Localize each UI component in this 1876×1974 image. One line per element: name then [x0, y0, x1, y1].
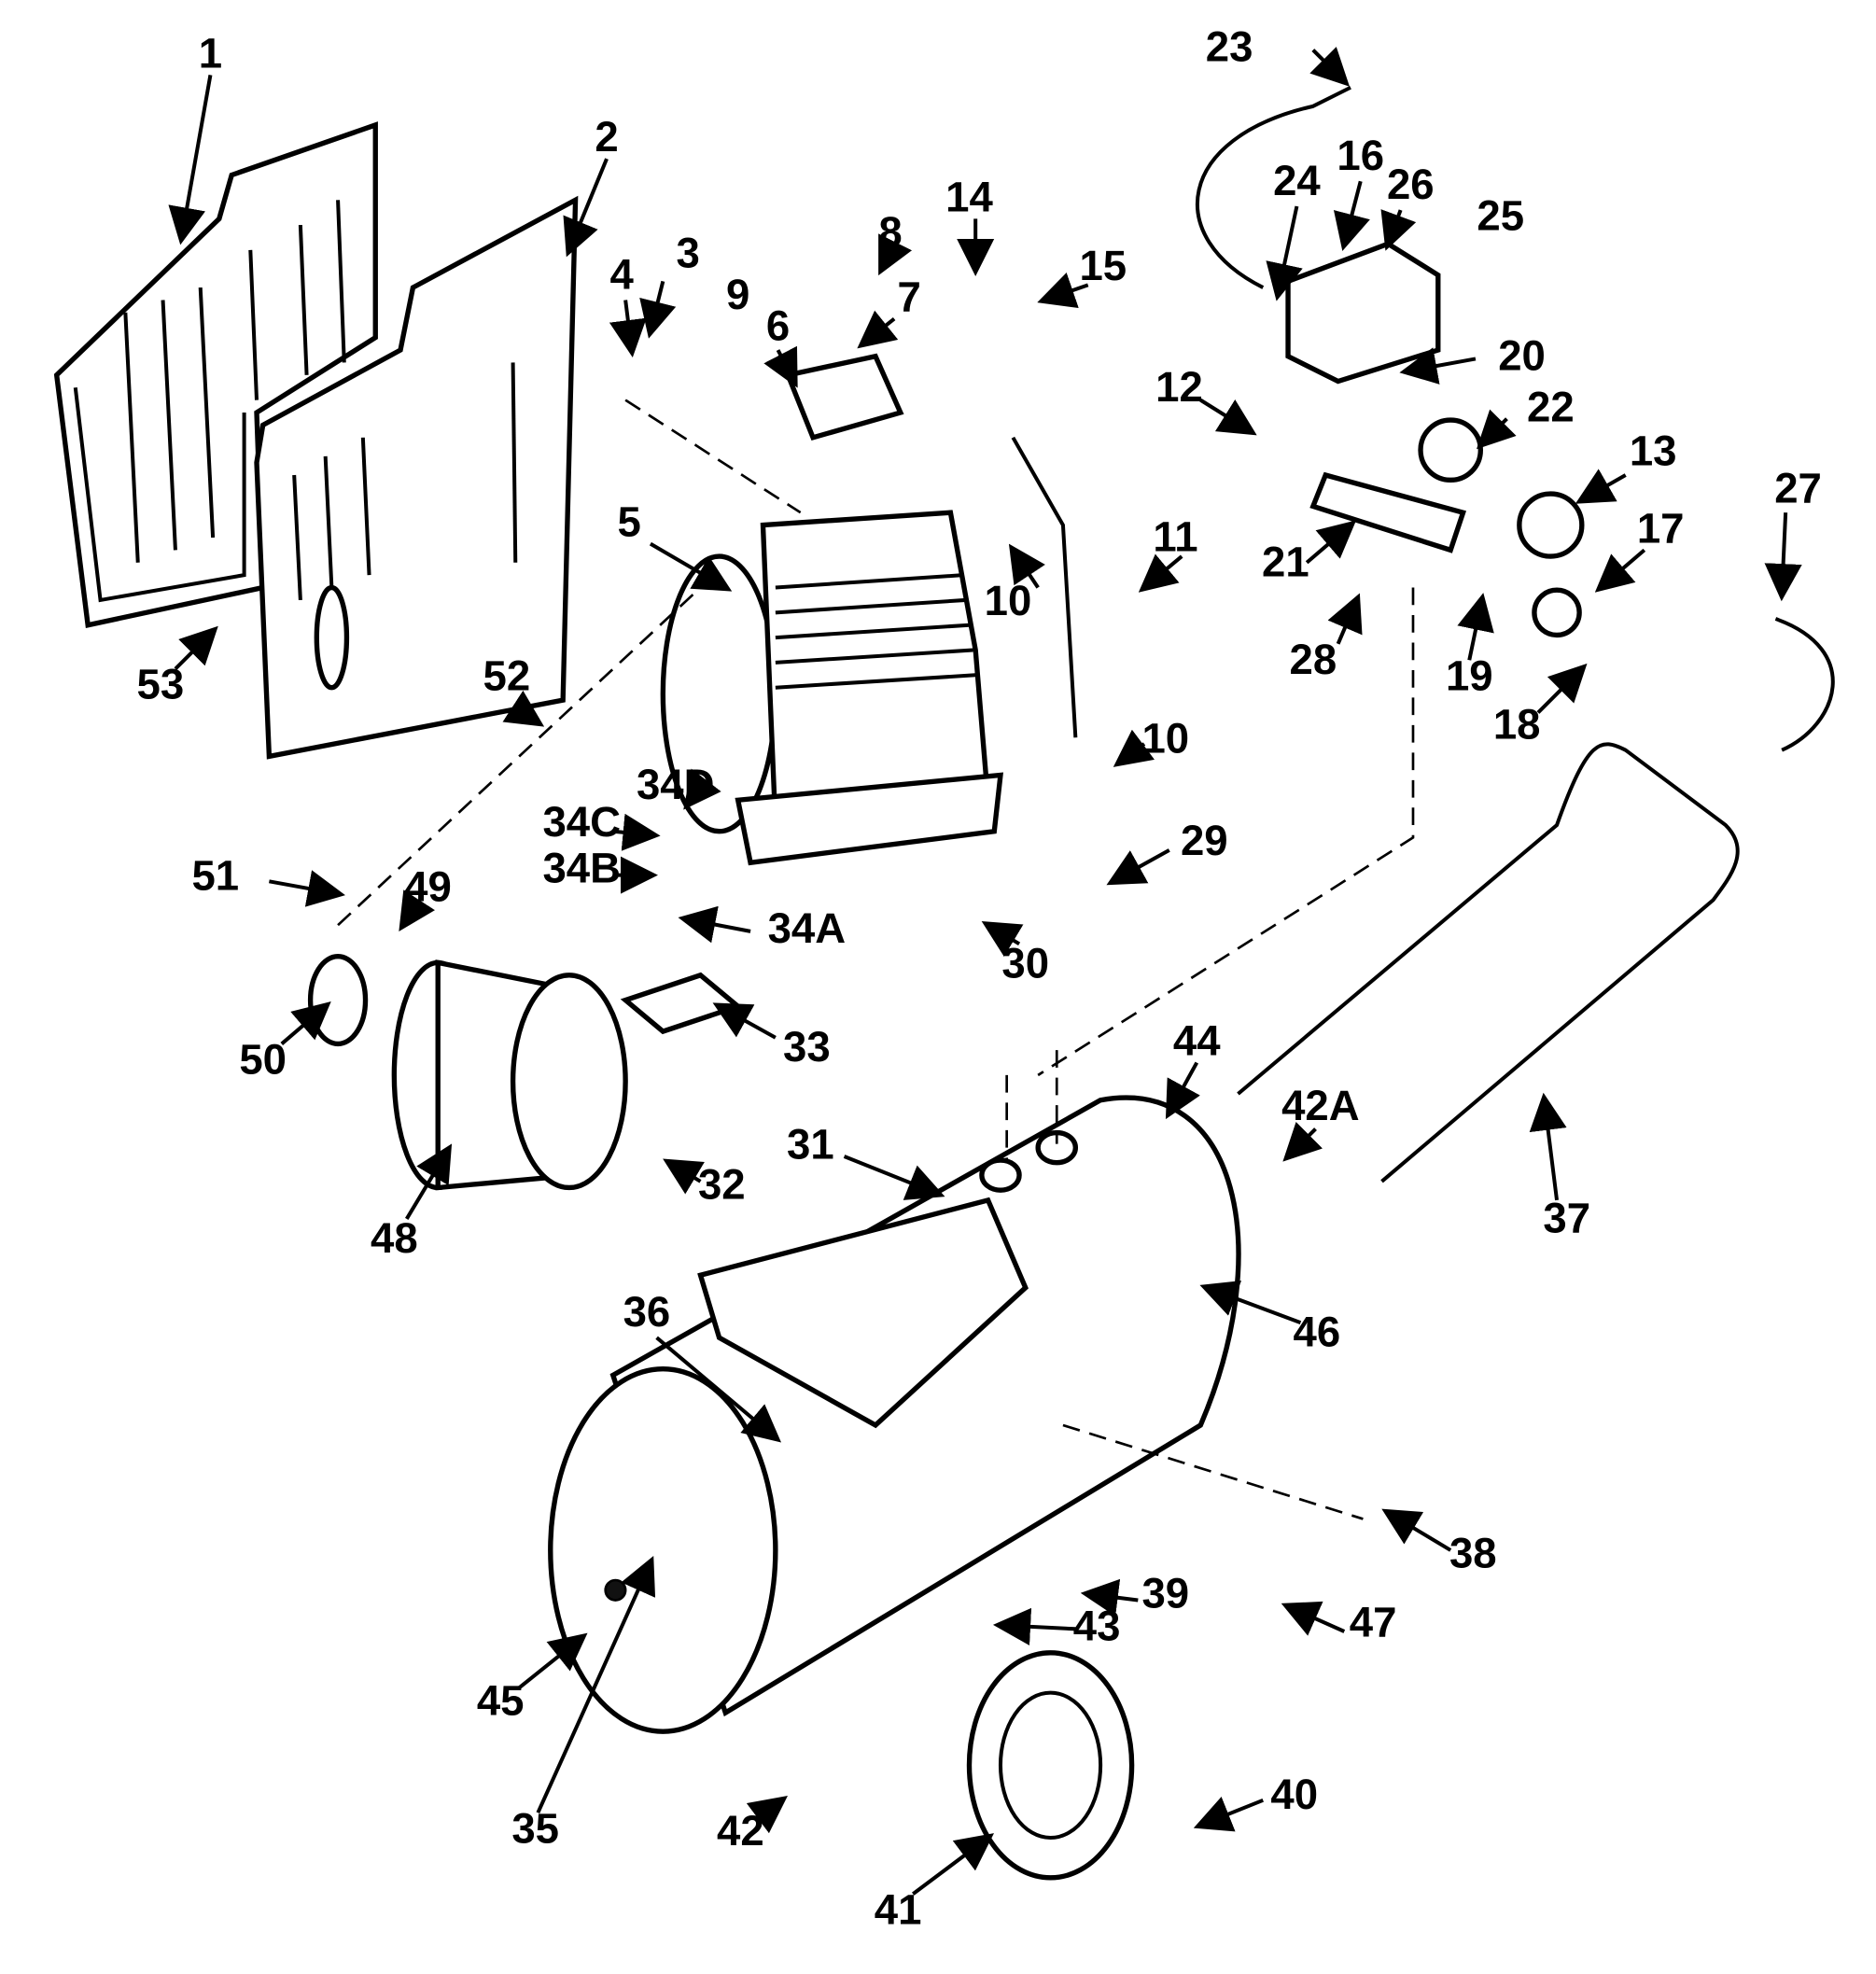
callout-labels: 1 2 3 4 5 6 7 8 9 10 10 11 12 13 14 15 1… [137, 23, 1822, 1934]
callout-14: 14 [945, 173, 993, 220]
callout-16: 16 [1337, 132, 1384, 179]
callout-3: 3 [676, 230, 699, 277]
callout-42: 42 [717, 1807, 764, 1855]
callout-43: 43 [1073, 1602, 1121, 1649]
callout-25: 25 [1477, 191, 1524, 239]
callout-26: 26 [1387, 161, 1435, 208]
callout-12: 12 [1155, 363, 1203, 411]
callout-41: 41 [875, 1885, 922, 1933]
callout-38: 38 [1449, 1530, 1497, 1577]
wheel [966, 1650, 1135, 1881]
callout-32: 32 [698, 1161, 746, 1209]
callout-18: 18 [1493, 701, 1541, 749]
power-cord [1196, 85, 1351, 289]
callout-34c: 34C [542, 798, 621, 846]
callout-4: 4 [609, 250, 634, 298]
callout-11: 11 [1153, 513, 1197, 561]
callout-45: 45 [477, 1677, 525, 1725]
callout-2: 2 [595, 113, 618, 161]
pressure-gauges [1418, 417, 1585, 638]
callout-44: 44 [1173, 1016, 1221, 1064]
callout-50: 50 [239, 1036, 287, 1084]
callout-22: 22 [1527, 383, 1575, 430]
callout-27: 27 [1774, 464, 1822, 511]
leader-arrows [168, 47, 1802, 1896]
callout-30: 30 [1001, 939, 1049, 987]
callout-47: 47 [1350, 1598, 1397, 1645]
tank [548, 1095, 1241, 1734]
callout-28: 28 [1290, 636, 1337, 683]
motor [307, 954, 628, 1191]
callout-5: 5 [617, 498, 640, 546]
callout-1: 1 [199, 29, 222, 77]
callout-42a: 42A [1281, 1082, 1360, 1129]
callout-9: 9 [726, 271, 749, 318]
callout-51: 51 [191, 852, 239, 900]
dash-lines [337, 399, 1415, 1520]
callout-15: 15 [1079, 242, 1127, 289]
callout-29: 29 [1181, 817, 1228, 864]
terminal-block [784, 353, 904, 441]
callout-48: 48 [371, 1214, 418, 1262]
callout-39: 39 [1141, 1570, 1189, 1617]
callout-17: 17 [1637, 504, 1685, 552]
pump-assembly [660, 510, 1003, 866]
rear-shroud [53, 121, 378, 628]
callout-20: 20 [1498, 331, 1546, 379]
callout-33: 33 [783, 1023, 831, 1071]
callout-13: 13 [1630, 427, 1677, 474]
callout-53: 53 [137, 661, 185, 708]
callout-46: 46 [1294, 1309, 1341, 1356]
callout-10-upper: 10 [985, 577, 1032, 624]
callout-24: 24 [1273, 157, 1321, 204]
callout-19: 19 [1446, 651, 1493, 699]
callout-40: 40 [1270, 1771, 1318, 1818]
manifold [1309, 471, 1467, 553]
callout-52: 52 [483, 651, 531, 699]
handle [1237, 742, 1740, 1183]
callout-21: 21 [1262, 538, 1309, 585]
callout-8: 8 [878, 208, 902, 256]
callout-36: 36 [623, 1288, 671, 1336]
callout-10-lower: 10 [1141, 714, 1189, 762]
callout-34a: 34A [768, 904, 847, 952]
callout-49: 49 [404, 863, 452, 911]
outlet-tube [1011, 436, 1078, 738]
front-shroud [254, 195, 579, 760]
callout-34b: 34B [542, 845, 621, 892]
callout-31: 31 [787, 1121, 834, 1169]
callout-7: 7 [898, 273, 921, 321]
pressure-switch [1285, 241, 1441, 385]
callout-34d: 34D [637, 761, 715, 808]
callout-37: 37 [1543, 1195, 1590, 1242]
callout-23: 23 [1206, 23, 1253, 71]
motor-bracket [620, 972, 744, 1035]
wire [1774, 617, 1835, 752]
callout-35: 35 [511, 1804, 559, 1852]
callout-6: 6 [766, 301, 790, 349]
